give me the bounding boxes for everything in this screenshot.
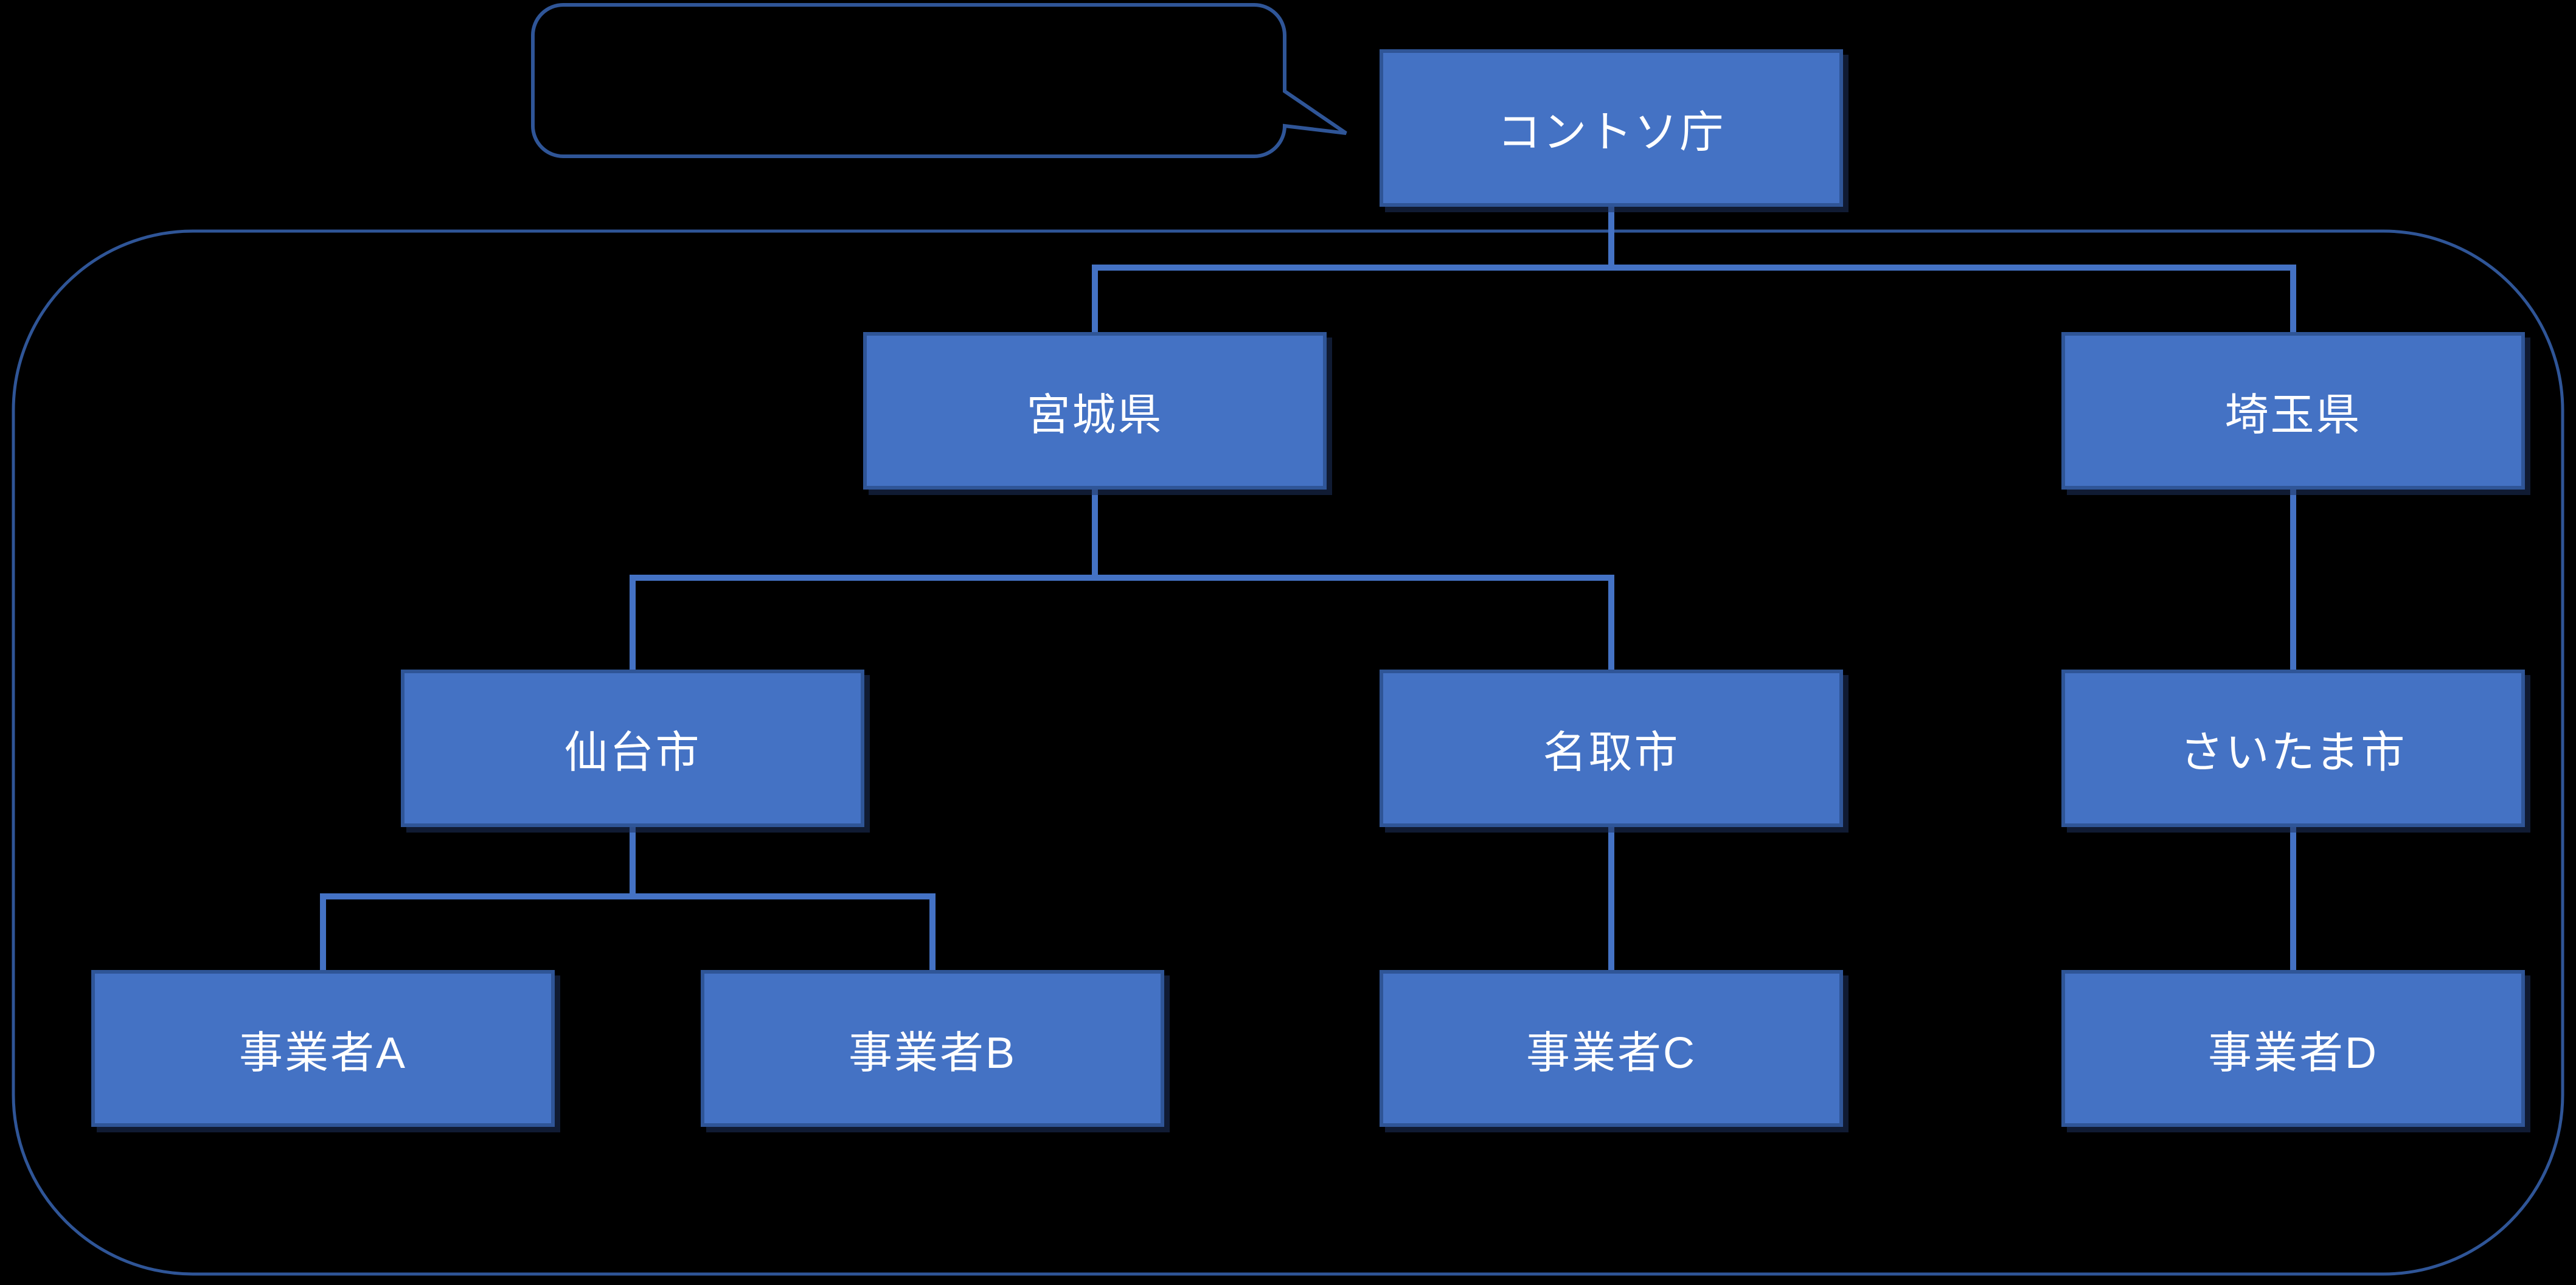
org-node-sendai-city[interactable]: 仙台市 (401, 670, 864, 827)
org-node-saitama-city[interactable]: さいたま市 (2061, 670, 2525, 827)
org-node-label: さいたま市 (2179, 729, 2407, 777)
org-node-operator-a[interactable]: 事業者A (91, 970, 555, 1127)
org-node-natori-city[interactable]: 名取市 (1380, 670, 1843, 827)
org-node-label: 事業者A (238, 1028, 408, 1078)
org-node-label: 宮城県 (1026, 391, 1164, 440)
org-node-saitama-prefecture[interactable]: 埼玉県 (2061, 332, 2525, 490)
org-node-label: 事業者C (1526, 1028, 1696, 1078)
org-node-label: コントソ庁 (1497, 108, 1726, 157)
org-node-miyagi-prefecture[interactable]: 宮城県 (863, 332, 1327, 490)
org-node-label: 埼玉県 (2224, 391, 2362, 440)
org-node-operator-d[interactable]: 事業者D (2061, 970, 2525, 1127)
org-node-operator-b[interactable]: 事業者B (701, 970, 1164, 1127)
org-node-label: 仙台市 (564, 729, 701, 777)
group-outline-rounded-rect (12, 229, 2564, 1276)
org-node-label: 事業者D (2208, 1028, 2378, 1078)
org-node-label: 事業者B (848, 1028, 1017, 1078)
callout-text (533, 5, 1285, 156)
callout-bubble[interactable] (531, 3, 1347, 158)
org-node-operator-c[interactable]: 事業者C (1380, 970, 1843, 1127)
org-node-label: 名取市 (1543, 729, 1680, 777)
org-node-contoso-agency[interactable]: コントソ庁 (1380, 49, 1843, 207)
